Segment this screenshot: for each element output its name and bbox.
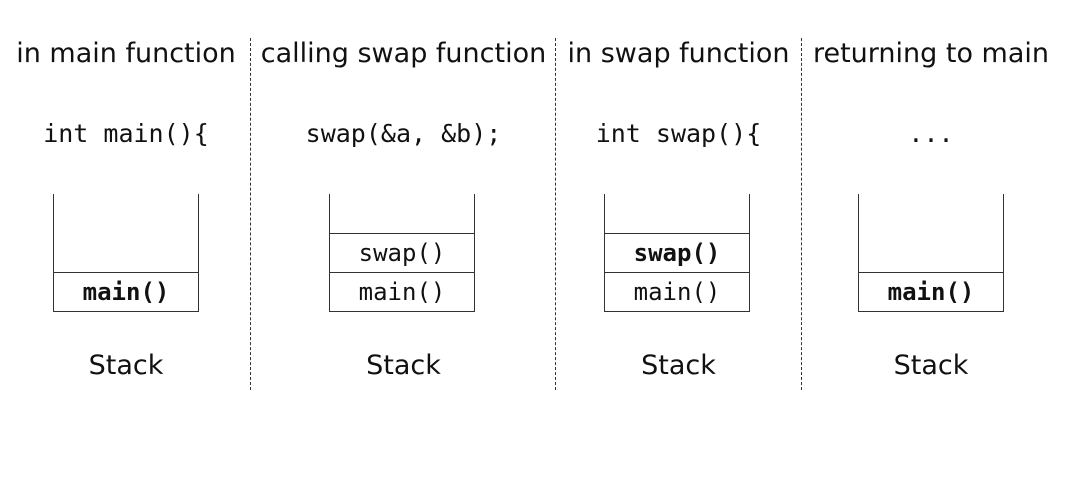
stack-frame-main: main() xyxy=(330,272,474,311)
code-snippet: ... xyxy=(908,119,954,148)
stack-frame-main: main() xyxy=(859,272,1003,311)
stack-label: Stack xyxy=(366,350,441,381)
panel-heading: returning to main xyxy=(812,38,1050,69)
stack-label: Stack xyxy=(893,350,969,381)
panel-returning-to-main: returning to main ... main() Stack xyxy=(803,0,1059,492)
call-stack: main() xyxy=(858,194,1004,312)
stack-frame-main: main() xyxy=(54,272,198,311)
panel-heading: in swap function xyxy=(567,38,790,69)
call-stack: swap() main() xyxy=(604,194,750,312)
stack-label: Stack xyxy=(88,350,164,381)
call-stack: swap() main() xyxy=(329,194,475,312)
panel-divider-1 xyxy=(250,38,251,390)
stack-frame-swap: swap() xyxy=(330,233,474,272)
panel-heading: in main function xyxy=(16,38,236,69)
panel-calling-swap: calling swap function swap(&a, &b); swap… xyxy=(252,0,555,492)
stack-frame-main: main() xyxy=(605,272,749,311)
stack-frame-swap: swap() xyxy=(605,233,749,272)
code-snippet: swap(&a, &b); xyxy=(305,119,502,148)
panel-heading: calling swap function xyxy=(260,38,547,69)
code-snippet: int swap(){ xyxy=(595,119,762,148)
code-snippet: int main(){ xyxy=(43,119,209,148)
panel-in-swap: in swap function int swap(){ swap() main… xyxy=(556,0,801,492)
panel-divider-2 xyxy=(555,38,556,390)
panel-in-main: in main function int main(){ main() Stac… xyxy=(0,0,252,492)
stack-label: Stack xyxy=(641,350,716,381)
panel-divider-3 xyxy=(801,38,802,390)
call-stack: main() xyxy=(53,194,199,312)
